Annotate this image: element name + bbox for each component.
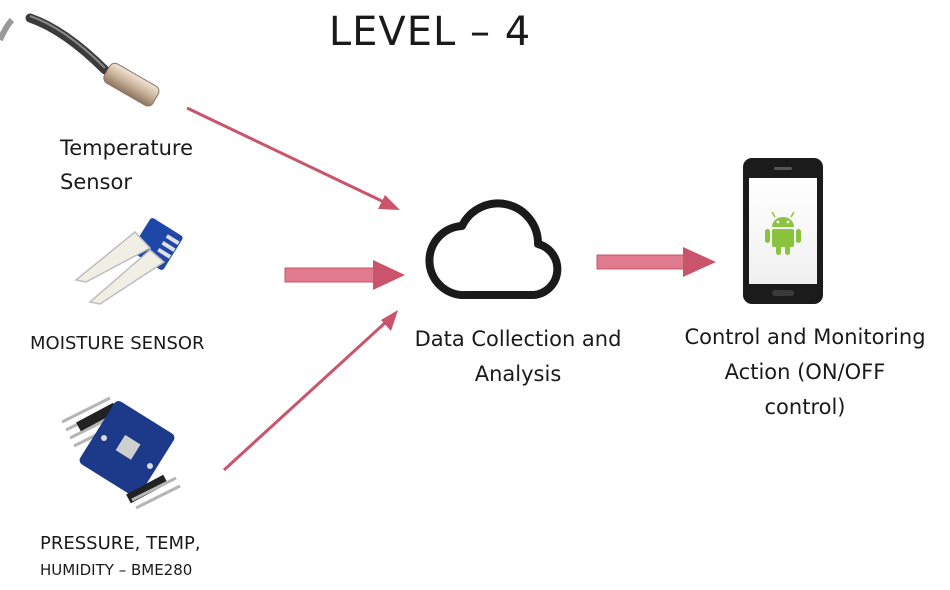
control-monitoring-label-line3: control) xyxy=(764,395,846,419)
pressure-sensor-label-line1: PRESSURE, TEMP, xyxy=(40,533,201,554)
bme280-board-icon xyxy=(61,396,181,510)
data-collection-label-line1: Data Collection and xyxy=(414,327,622,351)
android-icon xyxy=(765,211,801,255)
temperature-sensor-label-line1: Temperature xyxy=(60,136,194,160)
arrow-moisture-to-cloud xyxy=(284,260,405,290)
cloud-icon xyxy=(425,199,562,300)
moisture-sensor-label: MOISTURE SENSOR xyxy=(30,333,205,354)
control-monitoring-label: Control and Monitoring Action (ON/OFF co… xyxy=(660,320,950,425)
arrow-pressure-to-cloud xyxy=(222,310,398,472)
arrow-cloud-to-control xyxy=(596,247,716,277)
soil-moisture-sensor-icon xyxy=(74,218,183,305)
arrow-temperature-to-cloud xyxy=(186,106,400,210)
pressure-sensor-label-line2: HUMIDITY – BME280 xyxy=(40,560,193,579)
data-collection-label: Data Collection and Analysis xyxy=(388,322,648,392)
pressure-sensor-label: PRESSURE, TEMP, HUMIDITY – BME280 xyxy=(40,533,201,579)
temperature-sensor-label: Temperature Sensor xyxy=(60,131,193,199)
page-title: LEVEL – 4 xyxy=(328,9,532,55)
temperature-sensor-label-line2: Sensor xyxy=(60,170,132,194)
control-monitoring-label-line2: Action (ON/OFF xyxy=(724,360,886,384)
control-monitoring-label-line1: Control and Monitoring xyxy=(684,325,926,349)
temperature-probe-icon xyxy=(0,13,160,107)
data-collection-label-line2: Analysis xyxy=(474,362,562,386)
